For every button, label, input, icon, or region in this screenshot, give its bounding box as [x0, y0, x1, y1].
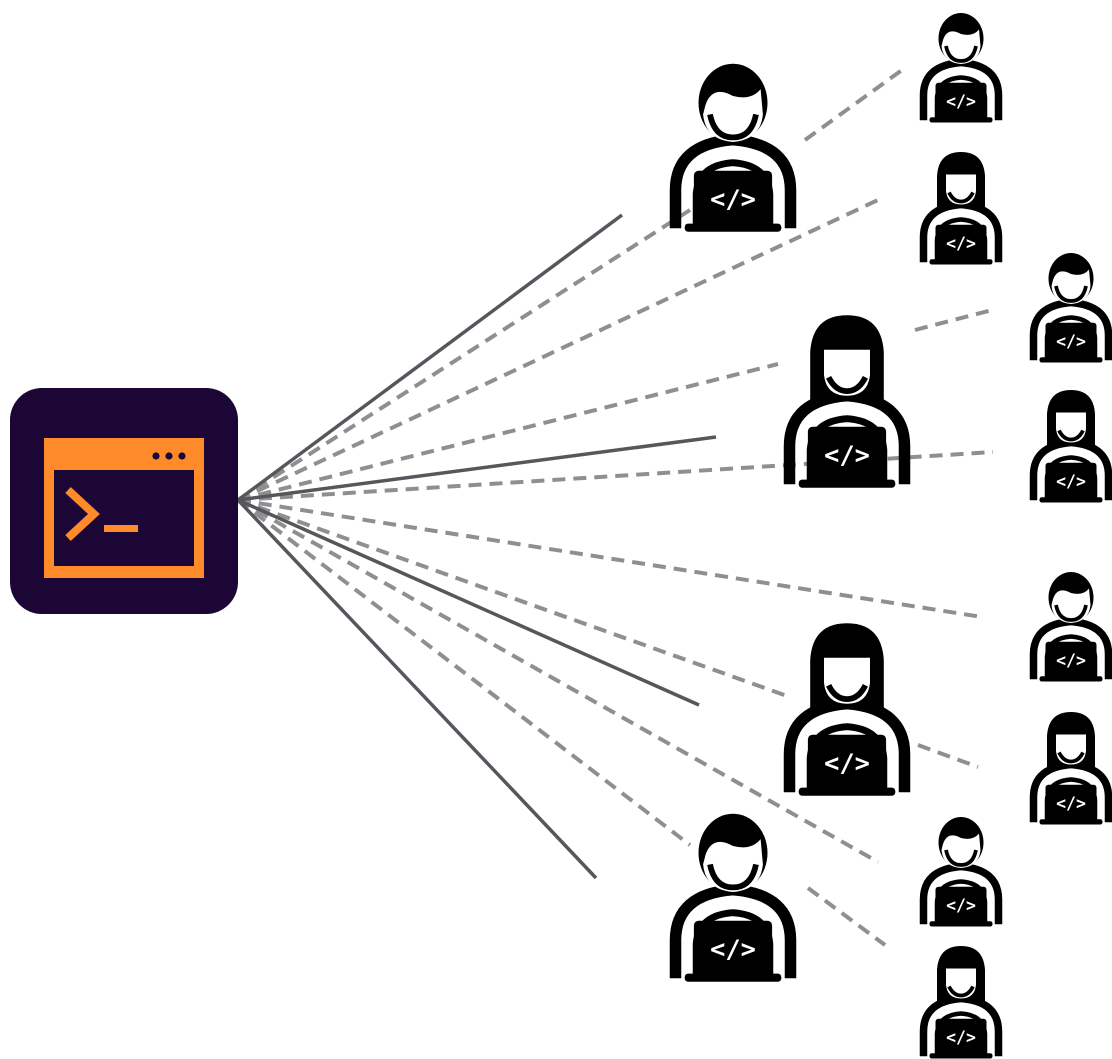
laptop-code-label: </> [1056, 794, 1086, 813]
dashed-connection-line [237, 498, 791, 699]
dashed-connection-line [236, 498, 692, 847]
developer-long-hair-icon: </> [790, 315, 905, 487]
laptop-code-label: </> [824, 749, 870, 778]
prompt-chevron-icon [65, 487, 100, 541]
laptop-code-label: </> [946, 234, 976, 253]
window-dot-icon [178, 452, 186, 460]
developer-short-hair-icon: </> [676, 64, 791, 232]
solid-connection-line [236, 213, 624, 502]
laptop-code-label: </> [1056, 651, 1086, 670]
dashed-connection-line [803, 68, 904, 142]
cursor-underscore-icon [104, 525, 138, 532]
laptop-code-label: </> [1056, 472, 1086, 491]
dashed-connection-line [236, 208, 692, 502]
terminal-app-icon [10, 388, 238, 614]
dashed-connection-line [237, 362, 779, 502]
developers-layer: </> </> </> </> </> </> </> </> </> </> </> </> [676, 13, 1109, 1059]
solid-connection-line [237, 498, 700, 707]
developer-long-hair-icon: </> [1034, 390, 1109, 503]
developer-long-hair-icon: </> [924, 152, 999, 265]
developer-short-hair-icon: </> [1034, 572, 1109, 682]
terminal-screen [54, 470, 194, 566]
laptop-code-label: </> [946, 1028, 976, 1047]
connection-lines [236, 68, 994, 947]
dashed-connection-line [806, 886, 887, 947]
developer-long-hair-icon: </> [1034, 712, 1109, 825]
dashed-connection-line [237, 198, 879, 502]
laptop-code-label: </> [824, 441, 870, 470]
dashed-connection-line [237, 498, 983, 619]
dashed-connection-line [917, 743, 979, 769]
laptop-code-label: </> [946, 896, 976, 915]
laptop-code-label: </> [710, 185, 756, 214]
solid-connection-line [236, 498, 598, 880]
laptop-code-label: </> [946, 92, 976, 111]
solid-connection-line [237, 435, 717, 502]
developer-short-hair-icon: </> [1034, 253, 1109, 363]
laptop-code-label: </> [710, 935, 756, 964]
developer-short-hair-icon: </> [924, 817, 999, 927]
window-dot-icon [152, 452, 160, 460]
dashed-connection-line [914, 308, 993, 332]
dashed-connection-line [237, 498, 879, 864]
developer-long-hair-icon: </> [790, 623, 905, 796]
window-dot-icon [165, 452, 173, 460]
laptop-code-label: </> [1056, 332, 1086, 351]
developer-short-hair-icon: </> [924, 13, 999, 123]
developer-short-hair-icon: </> [676, 814, 791, 982]
developer-long-hair-icon: </> [924, 946, 999, 1059]
